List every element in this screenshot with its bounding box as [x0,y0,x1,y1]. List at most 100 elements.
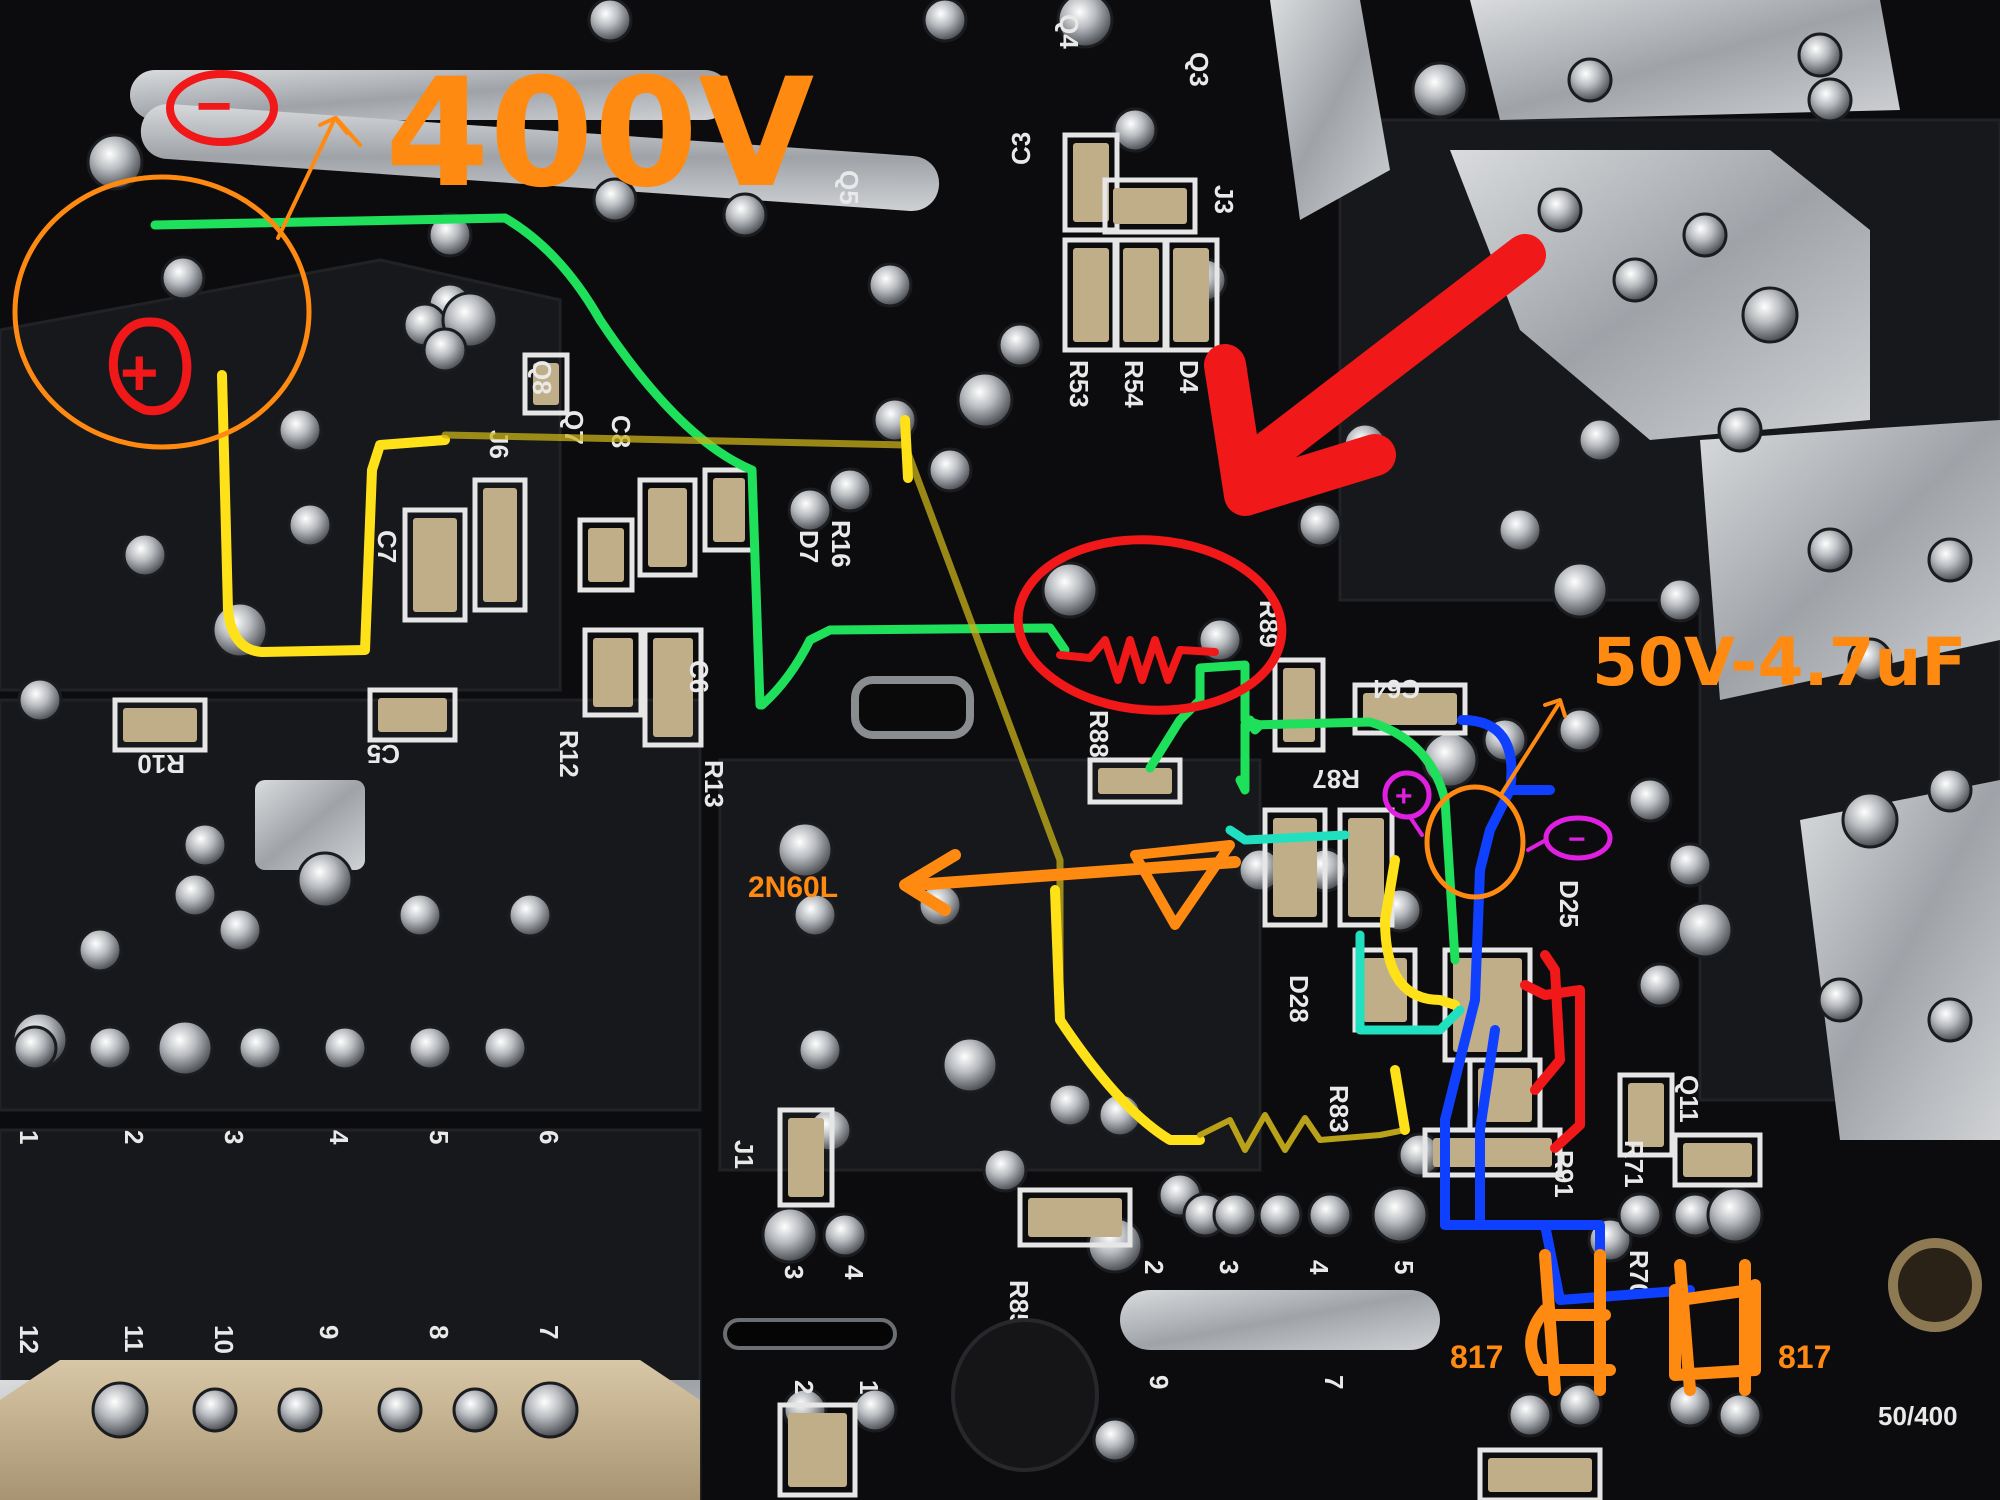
solder-pad [922,0,968,43]
yellow-trace-left [217,370,450,657]
orange-mosfet-triangle [1130,840,1235,930]
solder-pad [172,872,218,918]
solder-pad [1706,1186,1764,1244]
solder-pad [1507,1392,1553,1438]
solder-pad [182,822,228,868]
red-circle-resistor [1013,535,1287,715]
solder-pad [941,1036,999,1094]
smd-part-body [648,488,687,567]
smd-part-body [1073,143,1109,222]
smd-part-body [1273,818,1317,917]
solder-pad [160,255,206,301]
green-trace-cap [1235,720,1250,795]
solder-pad [397,892,443,938]
solder-pad [822,1212,868,1258]
smd-part-body [1363,693,1457,725]
silk-c8: C8 [606,415,636,448]
slot-mid [851,676,974,739]
smd-footprint [112,697,208,753]
silk-j1: J1 [729,1140,759,1169]
smd-part-body [533,363,559,405]
smd-part-body [788,1413,847,1487]
pin-number: 2 [1139,1260,1169,1274]
orange-mosfet-arrow [899,849,1241,916]
solder-pad [1927,767,1973,813]
green-trace-lower [1240,717,1460,965]
yellow-trace-drop [900,415,913,483]
pin-number: 12 [14,1325,44,1354]
pin-number: 5 [424,1130,454,1144]
solder-pad [1682,212,1728,258]
red-resistor-zigzag [1056,636,1219,684]
smd-footprint [1672,1132,1763,1188]
smd-part-body [653,638,693,737]
silk-q11: Q11 [1674,1075,1704,1123]
pin-number: 1 [854,1380,884,1394]
solder-pad [521,1381,579,1439]
solder-pad [592,177,638,223]
smd-part-body [378,698,447,732]
pin-number: 4 [1304,1260,1334,1275]
solder-pad [1056,0,1114,49]
solder-pad [1537,187,1583,233]
solder-pad [776,821,834,879]
solder-pad [1927,537,1973,583]
pin-number: 3 [1214,1260,1244,1274]
smd-footprint [777,1107,835,1208]
smd-part-body [1488,1458,1592,1492]
solder-pad [1212,1192,1258,1238]
solder-pad [956,371,1014,429]
annotation-texts: 400V − + 50V-4.7uF 2N60L 817 817 + − [120,47,1967,1375]
orange-circle-input [12,174,312,450]
smd-footprint [367,687,458,743]
silk-d7: D7 [794,530,824,563]
solder-pad [1617,1192,1663,1238]
smd-footprint [1352,682,1468,736]
solder-pad [1717,407,1763,453]
smd-footprint [777,1402,858,1498]
smd-part-body [1683,1143,1752,1177]
solder-pad [797,1027,843,1073]
pin-number: 5 [1389,1260,1419,1274]
silk-r91: R91 [1549,1150,1579,1198]
optocoupler-label-right: 817 [1778,1339,1831,1375]
solder-pad [1817,977,1863,1023]
solder-pad [852,1387,898,1433]
smd-part-body [1173,248,1209,342]
pin-number: 6 [534,1130,564,1144]
cap-spec-label: 50V-4.7uF [1592,624,1967,701]
silk-r16: R16 [826,520,856,568]
smd-footprint [1272,657,1326,753]
smd-footprint [1017,1187,1133,1248]
smd-footprint [1477,1447,1603,1500]
smd-footprint [1262,807,1328,928]
silk-c7: C7 [372,530,402,563]
smd-footprint [1102,177,1198,235]
rubber-foot [951,1318,1099,1472]
smd-footprint [1087,757,1183,805]
cyan-trace [1225,825,1465,1035]
slot [723,1318,897,1350]
solder-pad [1557,707,1603,753]
solder-pad [77,927,123,973]
silk-r71: R71 [1619,1140,1649,1188]
smd-footprint [1162,237,1220,353]
solder-pad [982,1147,1028,1193]
smd-footprint [637,477,698,578]
optocoupler-label-left: 817 [1450,1339,1503,1375]
magenta-plus-circle [1382,770,1432,820]
red-trace-opto [1520,950,1585,1153]
solder-pad [1807,527,1853,573]
silk-r12: R12 [554,730,584,778]
solder-pad [122,532,168,578]
solder-pad [237,1025,283,1071]
solder-pad [1927,997,1973,1043]
solder-pad [867,262,913,308]
solder-pad [482,1025,528,1071]
solder-pad [1627,777,1673,823]
smd-part-body [413,518,457,612]
orange-pointer-400v [276,116,362,240]
red-minus-circle [166,70,278,146]
mosfet-label: 2N60L [748,871,838,904]
solder-pad [422,327,468,373]
